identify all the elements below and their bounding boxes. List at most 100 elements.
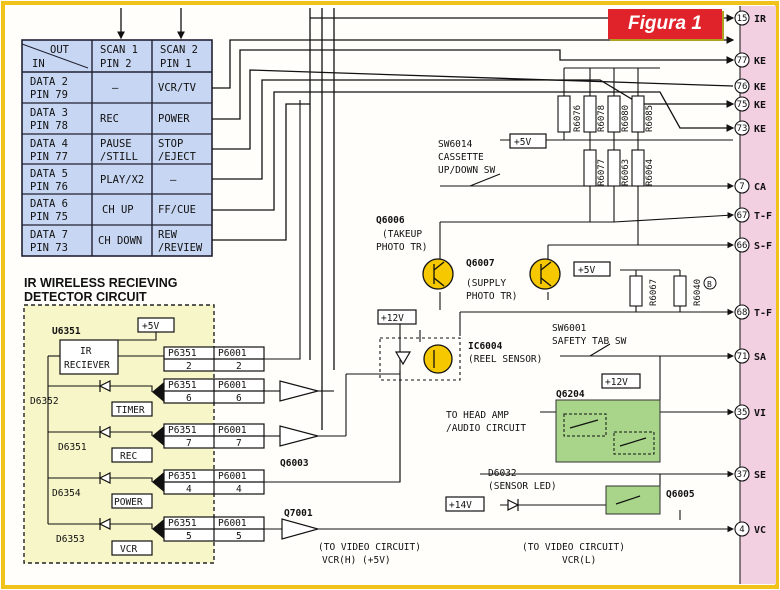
pin-number: 77 xyxy=(737,56,748,66)
led-label: POWER xyxy=(114,497,143,508)
table-cell: DATA 7 xyxy=(30,229,68,241)
conn-pin: 7 xyxy=(186,438,192,449)
ir-receiver-label-1: IR xyxy=(80,346,92,357)
pin-label: SE xyxy=(754,470,766,481)
u6351-label: U6351 xyxy=(52,326,81,337)
resistor-label: R6078 xyxy=(597,105,607,132)
table-header-scan2: SCAN 2 xyxy=(160,44,198,56)
conn-pin: 6 xyxy=(186,393,192,404)
to-video-1a: (TO VIDEO CIRCUIT) xyxy=(318,542,421,553)
connector-pin-labels: IR KE KE KE KE CA T-F S-F T-F SA VI SE V… xyxy=(754,14,772,536)
resistor-label: R6085 xyxy=(645,105,655,132)
q6006-label: Q6006 xyxy=(376,215,405,226)
supply-label: +12V xyxy=(381,313,404,324)
conn-pin: 2 xyxy=(236,361,242,372)
q6006-desc: (TAKEUP xyxy=(382,229,422,240)
conn-right: P6001 xyxy=(218,425,247,436)
scan-table xyxy=(21,39,213,257)
resistor-network xyxy=(399,67,735,520)
connector-pin-numbers: 15 77 76 75 73 7 67 66 68 71 35 37 4 xyxy=(737,14,748,535)
table-cell: DATA 6 xyxy=(30,198,68,210)
table-cell: /EJECT xyxy=(158,151,197,163)
led-label: REC xyxy=(120,451,137,462)
supply-label: +12V xyxy=(605,377,628,388)
connector-pins xyxy=(734,10,750,537)
pin-number: 37 xyxy=(737,470,748,480)
pin-label: T-F xyxy=(754,211,772,222)
table-cell: DATA 3 xyxy=(30,107,68,119)
table-cell: POWER xyxy=(158,113,190,125)
q6007-label: Q6007 xyxy=(466,258,495,269)
table-cell: CH DOWN xyxy=(98,235,142,247)
table-header-scan1: SCAN 1 xyxy=(100,44,138,56)
ic6004-desc: (REEL SENSOR) xyxy=(468,354,542,365)
head-amp-label: /AUDIO CIRCUIT xyxy=(446,423,526,434)
sw6014-label: UP/DOWN SW xyxy=(438,165,495,176)
pin-label: VI xyxy=(754,408,766,419)
pin-number: 7 xyxy=(739,182,744,192)
q6005-block xyxy=(605,485,661,515)
table-header-scan1-pin: PIN 2 xyxy=(100,58,132,70)
conn-pin: 6 xyxy=(236,393,242,404)
ir-title-line: DETECTOR CIRCUIT xyxy=(24,290,147,304)
ir-supply-label: +5V xyxy=(142,321,159,332)
ir-receiver-box xyxy=(59,339,119,375)
ic6004-label: IC6004 xyxy=(468,341,503,352)
pin-label: S-F xyxy=(754,241,772,252)
table-header-scan2-pin: PIN 1 xyxy=(160,58,192,70)
pin-number: 67 xyxy=(737,211,748,221)
pin-number: 15 xyxy=(737,14,748,24)
table-cell: PIN 77 xyxy=(30,151,68,163)
sw6001-label: SW6001 xyxy=(552,323,587,334)
pin-number: 66 xyxy=(737,241,748,251)
conn-pin: 4 xyxy=(236,484,242,495)
pin-label: T-F xyxy=(754,308,772,319)
table-header-out: OUT xyxy=(50,44,70,56)
schematic-labels: U6351 +5V IR RECIEVER P6351 P6001 2 2 P6… xyxy=(30,137,712,566)
supply-label: +5V xyxy=(514,137,531,148)
figure-label: Figura 1 xyxy=(608,9,722,39)
pin-label: IR xyxy=(754,14,767,25)
q6007-desc: (SUPPLY xyxy=(466,278,506,289)
conn-right: P6001 xyxy=(218,380,247,391)
table-cell: — xyxy=(112,82,119,94)
d6032-label: (SENSOR LED) xyxy=(488,481,557,492)
resistor-label: R6064 xyxy=(645,159,655,186)
q6007-desc: PHOTO TR) xyxy=(466,291,517,302)
led-ref: D6351 xyxy=(58,442,87,453)
table-cell: PIN 73 xyxy=(30,242,68,254)
q6003-label: Q6003 xyxy=(280,458,309,469)
test-point xyxy=(703,276,717,290)
table-cell: PIN 78 xyxy=(30,120,68,132)
q7001-label: Q7001 xyxy=(284,508,313,519)
table-cell: STOP xyxy=(158,138,183,150)
connector-arrows xyxy=(152,382,164,539)
to-video-2b: VCR(L) xyxy=(562,555,596,566)
to-video-2a: (TO VIDEO CIRCUIT) xyxy=(522,542,625,553)
ir-title-line: IR WIRELESS RECIEVING xyxy=(24,276,178,290)
table-cell: FF/CUE xyxy=(158,204,196,216)
power-boxes xyxy=(377,133,641,512)
sw6014-label: SW6014 xyxy=(438,139,473,150)
table-cell: REW xyxy=(158,229,178,241)
pin-number: 71 xyxy=(737,352,748,362)
pin-label: VC xyxy=(754,525,766,536)
conn-left: P6351 xyxy=(168,348,197,359)
q6204-label: Q6204 xyxy=(556,389,585,400)
pin-number: 68 xyxy=(737,308,748,318)
led-ref: D6354 xyxy=(52,488,81,499)
conn-left: P6351 xyxy=(168,518,197,529)
q6204-block xyxy=(555,399,661,463)
table-cell: PLAY/X2 xyxy=(100,174,144,186)
table-cell: REC xyxy=(100,113,119,125)
table-cell: — xyxy=(170,174,177,186)
resistor-label: R6067 xyxy=(649,279,659,306)
pin-number: 76 xyxy=(737,82,748,92)
supply-label: +5V xyxy=(578,265,595,276)
d6032-label: D6032 xyxy=(488,468,517,479)
pin-number: 4 xyxy=(739,525,744,535)
conn-pin: 7 xyxy=(236,438,242,449)
led-label: VCR xyxy=(120,544,137,555)
